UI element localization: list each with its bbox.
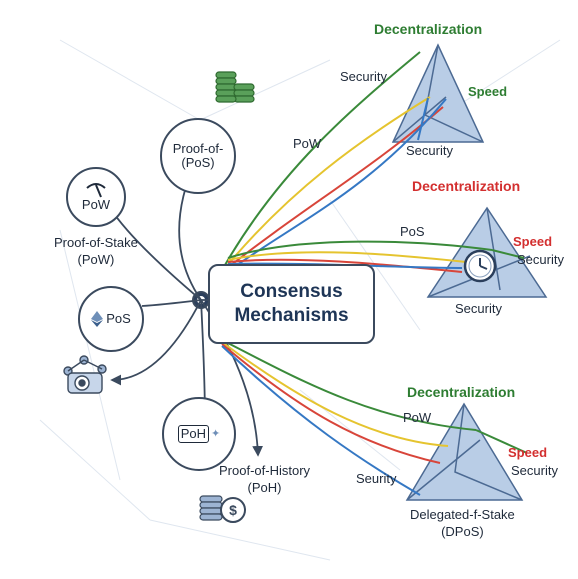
t3-dpos-label: Delegated-f-Stake (DPoS) (410, 506, 515, 540)
t1-speed-label: Speed (468, 84, 508, 99)
proof-of-line2: (PoS) (181, 155, 215, 170)
t3-security-left-label: Seurity (356, 471, 397, 486)
t3-decentralization-label: Decentralization (407, 384, 516, 400)
proof-of-history-label: Proof-of-History (PoH) (219, 462, 310, 496)
t3-branch-pow-label: PoW (403, 410, 432, 425)
svg-text:$: $ (229, 502, 237, 518)
proof-of-history-line1: Proof-of-History (219, 463, 311, 478)
paths-to-triangle-3 (221, 339, 528, 496)
t2-security-bottom-label: Security (455, 301, 502, 316)
proof-of-stake-label: Proof-of-Stake (PoW) (54, 234, 138, 268)
center-title-line2: Mechanisms (234, 305, 349, 326)
network-gear-icon (63, 355, 107, 394)
t2-security-right-label: Security (517, 252, 564, 267)
t1-security-left-label: Security (340, 69, 387, 84)
pos-circle: PoS (78, 286, 144, 352)
t2-speed-label: Speed (513, 234, 553, 249)
triangle-1 (391, 43, 485, 143)
t1-security-bottom-label: Security (406, 143, 453, 158)
t3-security-right-label: Security (511, 463, 558, 478)
proof-of-stake-line2: (PoW) (77, 252, 115, 267)
center-title-line1: Consensus (240, 281, 343, 302)
triangle-3 (405, 402, 524, 501)
coin-stack-icon (215, 71, 255, 103)
clock-icon (463, 249, 497, 283)
t2-decentralization-label: Decentralization (412, 178, 521, 194)
t1-branch-pow-label: PoW (293, 136, 322, 151)
sparkle-icon: ✦ (211, 428, 221, 440)
proof-of-line1: Proof-of- (172, 141, 224, 156)
pos-circle-label: PoS (106, 311, 131, 326)
pow-circle-label: PoW (81, 197, 111, 212)
t3-speed-label: Speed (508, 445, 548, 460)
pow-circle: PoW (66, 167, 126, 227)
poh-circle-label: PoH (177, 425, 210, 443)
center-consensus-box: Consensus Mechanisms (208, 264, 375, 344)
t1-decentralization-label: Decentralization (374, 21, 483, 37)
paths-to-triangle-1 (224, 51, 447, 273)
t3-dpos-line2: (DPoS) (441, 524, 484, 539)
proof-of-stake-line1: Proof-of-Stake (54, 235, 138, 250)
proof-of-circle: Proof-of- (PoS) (160, 118, 236, 194)
ethereum-icon (91, 311, 104, 327)
pickaxe-icon (86, 183, 106, 198)
proof-of-history-line2: (PoH) (247, 480, 282, 495)
poh-circle: PoH ✦ (162, 397, 236, 471)
t3-dpos-line1: Delegated-f-Stake (410, 507, 515, 522)
t2-branch-pos-label: PoS (400, 224, 425, 239)
dollar-coins-icon: $ (199, 495, 246, 523)
